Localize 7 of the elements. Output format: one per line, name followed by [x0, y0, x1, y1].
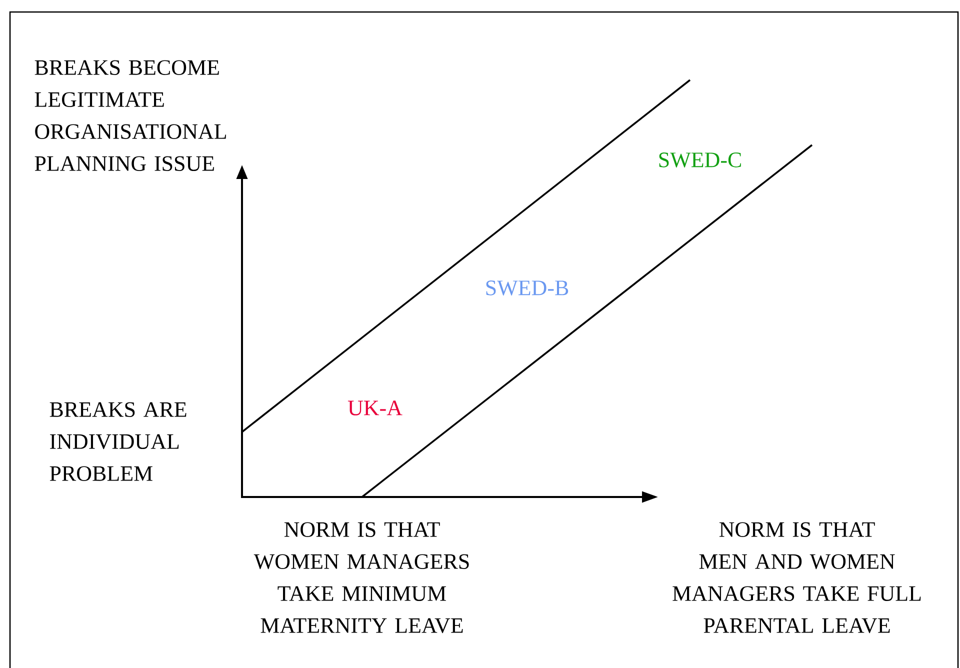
region-label: SWED-B	[486, 280, 568, 296]
region-label: UK-A	[348, 400, 402, 416]
axis-label: NORM IS THAT WOMEN MANAGERS TAKE MINIMUM MATERNITY LEAVE	[254, 522, 469, 634]
axis-label: BREAKS ARE INDIVIDUAL PROBLEM	[50, 402, 186, 481]
axis-label: NORM IS THAT MEN AND WOMEN MANAGERS TAKE FULL PARENTAL LEAVE	[672, 522, 921, 634]
axis-label: BREAKS BECOME LEGITIMATE ORGANISATIONAL PLANNING ISSUE	[34, 60, 226, 171]
region-label: SWED-C	[659, 152, 741, 168]
